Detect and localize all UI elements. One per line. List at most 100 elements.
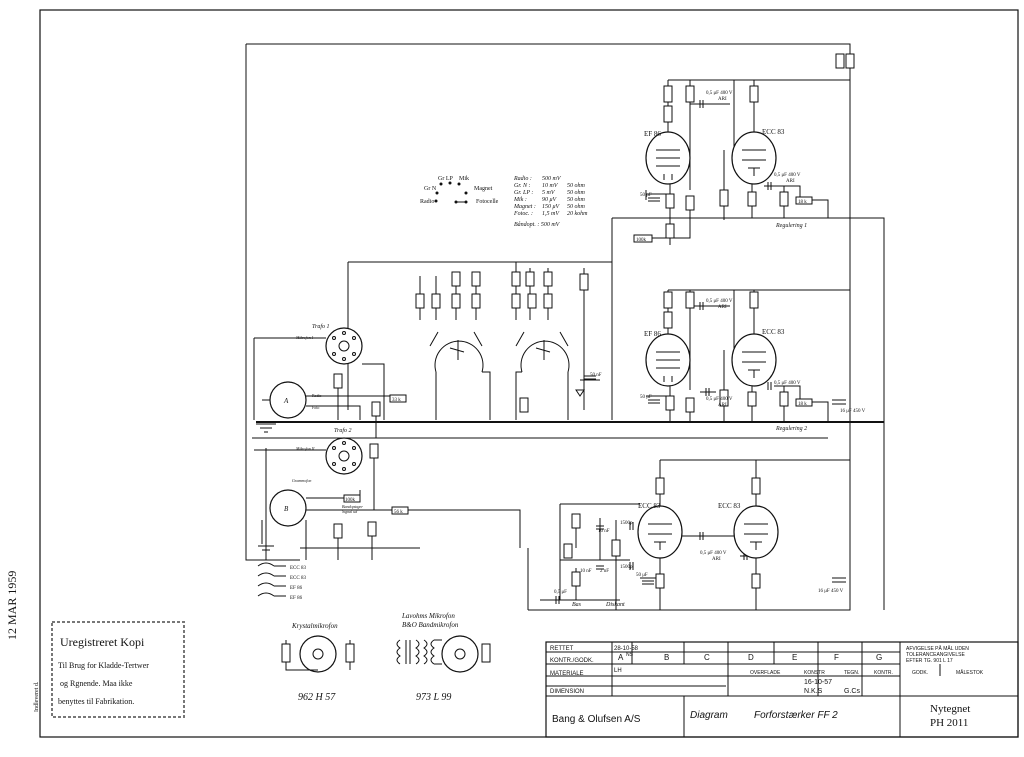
tube-legend-3: EF 86 (290, 586, 303, 591)
tb-nytegnet: Nytegnet (930, 703, 970, 715)
filter-caps (832, 399, 846, 583)
tb-kontr-godk: KONTR./GODK. (550, 658, 594, 664)
copy-stamp: Uregistreret Kopi Til Brug for Kladde-Te… (51, 621, 185, 718)
tb-tegn: TEGN. (844, 670, 859, 676)
label-cap-10nf-1: 10 nF (598, 529, 610, 534)
sensitivity-table: Radio : 500 mV Gr. N : 10 mV 50 ohm Gr. … (513, 176, 588, 228)
label-ari-2: ARI (786, 179, 795, 184)
label-foto: Foto (312, 405, 319, 410)
bandmikrofon-socket (441, 635, 479, 673)
krystalmikrofon-socket (299, 635, 337, 673)
label-ari-1: ARI (718, 97, 727, 102)
label-ecc83-3: ECC 83 (638, 502, 661, 510)
label-socket-b: B (284, 505, 289, 513)
selector-label-grlp: Gr LP (438, 176, 453, 182)
label-cap-400v-6: 0,5 μF 400 V (700, 551, 727, 556)
input-selector: Gr LP Mik Gr N Magnet Radio Fotocelle (420, 176, 499, 205)
tb-rev-a-init: NS (626, 652, 634, 658)
copy-stamp-line-4: benyttes til Fabrikation. (58, 697, 134, 706)
tb-kontr: KONTR. (874, 670, 893, 676)
sens-row-4-imp: 50 ohm (567, 197, 586, 203)
label-cap-50-3: 50 μF (636, 573, 648, 578)
sheet-border (39, 9, 1019, 738)
label-radio: Radio (312, 393, 322, 398)
socket-b (269, 489, 307, 527)
tb-tolerance-1: AFVIGELSE PÅ MÅL UDEN (906, 645, 969, 652)
sens-row-5-name: Magnet : (513, 204, 536, 210)
label-r-56k: 56 k (394, 510, 403, 515)
tb-date-drawn: 16-10-57 (804, 679, 832, 686)
label-ecc83-1: ECC 83 (762, 128, 785, 136)
tb-rev-d: D (748, 653, 754, 662)
sens-row-2-imp: 50 ohm (567, 183, 586, 189)
date-stamp: 12 MAR 1959 Indleveret d. (5, 571, 40, 712)
label-cap-1500-1: 1500p (620, 521, 633, 526)
tb-tolerance-2: TOLERANCEANGIVELSE (906, 652, 965, 658)
selector-label-radio: Radio (420, 199, 434, 205)
label-r-18k-2: 18 k (798, 402, 807, 407)
tube-legend-2: ECC 83 (290, 576, 306, 581)
sens-row-2-name: Gr. N : (514, 183, 531, 189)
label-r-18k-1: 18 k (798, 200, 807, 205)
tube-ecc83-1 (731, 131, 777, 185)
tb-dimension: DIMENSION (550, 689, 584, 695)
label-cap-16-1: 16 μF 450 V (840, 409, 866, 414)
label-cap-50-2: 50 μF (640, 395, 652, 400)
label-cap-1500-2: 1500p (620, 565, 633, 570)
mic-2-code: 973 L 99 (416, 692, 451, 703)
sens-row-4-val: 90 μV (542, 197, 558, 203)
copy-stamp-line-2: Til Brug for Kladde-Tertwer (58, 661, 149, 670)
copy-stamp-line-1: Uregistreret Kopi (60, 635, 145, 649)
label-mikrofon-1: Mikrofon I (295, 335, 314, 340)
label-cap-50nf: 50 nF (590, 373, 602, 378)
tb-materiale: MATERIALE (550, 671, 584, 677)
tb-doc-type: Diagram (690, 710, 728, 721)
label-cap-400v-5: 0,5 μF 400 V (706, 397, 733, 402)
mic-1-code: 962 H 57 (298, 692, 336, 703)
stage-2 (645, 289, 850, 422)
tb-rev-g: G (876, 653, 882, 662)
label-regulering-2: Regulering 2 (775, 426, 807, 432)
side-text: Indleveret d. (34, 681, 40, 712)
label-cap-400v-4: 0,5 μF 400 V (774, 381, 801, 386)
tube-ecc83-2 (731, 333, 777, 387)
tb-maalestok: MÅLESTOK (956, 669, 984, 676)
label-ef86-1: EF 86 (644, 130, 661, 138)
tb-rettet: RETTET (550, 646, 574, 652)
selector-switch-network (347, 261, 612, 420)
sens-footer: Båndopt. : 500 mV (514, 221, 561, 228)
label-cap-05: 0,5 μF (554, 590, 567, 595)
tb-tegn-init: G.Cs (844, 688, 860, 695)
sens-row-1-name: Radio : (513, 176, 532, 182)
label-ef86-2: EF 86 (644, 330, 661, 338)
tb-drawing-no: PH 2011 (930, 717, 968, 729)
sens-row-3-name: Gr. LP : (514, 190, 533, 196)
sens-row-5-val: 150 μV (542, 204, 561, 210)
sens-row-2-val: 10 mV (542, 183, 559, 189)
label-ari-3: ARI (718, 305, 727, 310)
sens-row-4-name: Mik : (513, 197, 527, 203)
label-trafo-2: Trafo 2 (334, 427, 352, 434)
label-mikrofon-2: Mikrofon II (295, 446, 315, 451)
label-cap-2nf: 2 nF (600, 569, 609, 574)
tb-rev-e: E (792, 653, 797, 662)
label-trafo-1: Trafo 1 (312, 323, 330, 330)
selector-label-magnet: Magnet (474, 186, 493, 192)
tube-ecc83-3 (637, 505, 683, 559)
input-section (253, 327, 521, 597)
tb-rev-a: A (618, 653, 624, 662)
label-ari-5: ARI (718, 403, 727, 408)
stage-3 (540, 459, 850, 610)
label-cap-400v-2: 0,5 μF 400 V (774, 173, 801, 178)
label-ari-6: ARI (712, 557, 721, 562)
mic-1-title: Krystalmikrofon (291, 622, 338, 630)
schematic-labels: EF 86 ECC 83 EF 86 ECC 83 ECC 83 ECC 83 … (283, 91, 866, 703)
label-cap-50-1: 50 μF (640, 193, 652, 198)
label-cap-10nf-2: 10 nF (580, 569, 592, 574)
label-r-33k: 33 k (392, 398, 401, 403)
mic-2-subtitle: B&O Bandmikrofon (402, 621, 459, 629)
label-ecc83-4: ECC 83 (718, 502, 741, 510)
label-signal-ud: Signal ud (342, 509, 358, 514)
